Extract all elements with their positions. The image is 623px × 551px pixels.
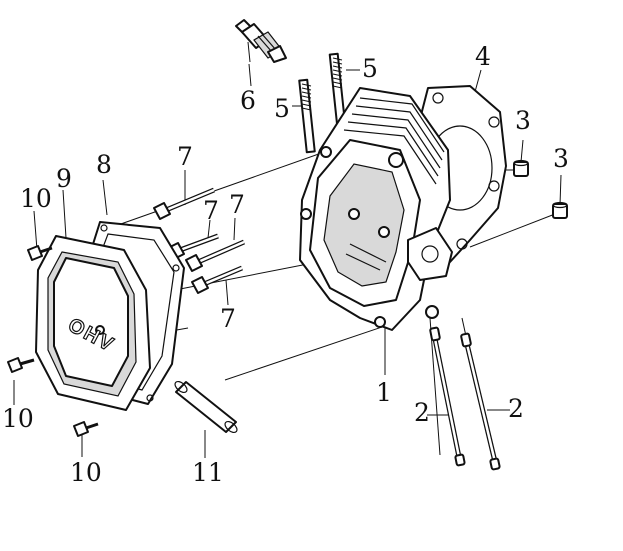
callout-part-6: 6 — [240, 86, 256, 115]
dowel-pin-upper — [513, 159, 529, 177]
callout-part-7-mid-2: 7 — [229, 190, 245, 219]
valve-cover: OHV — [35, 235, 151, 411]
push-rod-left — [429, 326, 466, 467]
callout-part-2-left: 2 — [414, 398, 430, 427]
cover-bolt-top — [27, 245, 53, 261]
cylinder-head — [299, 87, 453, 331]
dowel-pin-lower — [552, 201, 568, 219]
callout-part-5-left: 5 — [274, 94, 290, 123]
bolt-mid-2 — [185, 239, 245, 272]
callout-part-11: 11 — [192, 458, 224, 487]
callout-part-10-left: 10 — [2, 404, 34, 433]
callout-part-5-right: 5 — [362, 54, 378, 83]
spark-plug — [235, 19, 287, 63]
stud-left — [298, 78, 316, 154]
bolt-top — [153, 187, 215, 220]
callout-part-7-top: 7 — [177, 142, 193, 171]
callout-part-8: 8 — [96, 150, 112, 179]
cover-bolt-bottom — [73, 421, 99, 437]
breather-tube — [174, 380, 238, 434]
callout-part-3-upper: 3 — [515, 106, 531, 135]
cover-bolt-left — [7, 357, 35, 373]
push-rod-right — [460, 332, 501, 471]
callout-part-2-right: 2 — [508, 394, 524, 423]
bolt-low — [191, 265, 243, 294]
callout-part-4: 4 — [475, 42, 491, 71]
callout-part-7-low: 7 — [220, 304, 236, 333]
callout-part-9: 9 — [56, 164, 72, 193]
callout-part-10-top: 10 — [20, 184, 52, 213]
callout-part-3-lower: 3 — [553, 144, 569, 173]
callout-part-1: 1 — [376, 378, 392, 407]
callout-part-10-bottom: 10 — [70, 458, 102, 487]
callout-part-7-mid-1: 7 — [203, 196, 219, 225]
